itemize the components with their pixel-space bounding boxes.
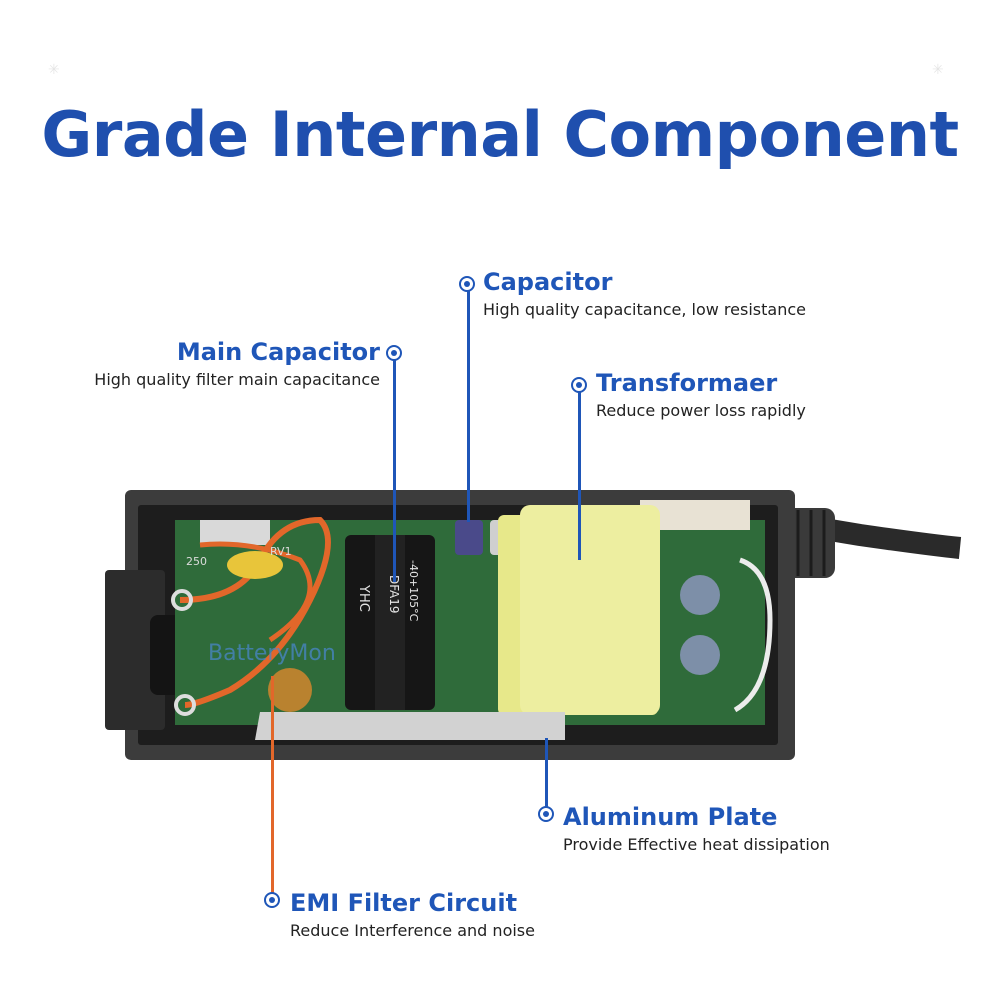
emi-filter-desc: Reduce Interference and noise	[290, 921, 535, 940]
main-capacitor-leader-line	[393, 360, 396, 582]
capacitor-temp-text: -40+105°C	[407, 560, 420, 622]
capacitor-spec-text: DFA19	[387, 575, 401, 614]
watermark-text: BatteryMon	[208, 641, 336, 666]
capacitor-callout: Capacitor High quality capacitance, low …	[483, 268, 806, 319]
main-capacitor-callout: Main Capacitor High quality filter main …	[40, 338, 380, 389]
board-code-text: 250	[186, 555, 207, 568]
main-capacitor-heading: Main Capacitor	[176, 338, 380, 366]
page-title: Grade Internal Component	[41, 98, 959, 171]
rv-label-text: RV1	[270, 545, 292, 558]
dc-cable	[798, 514, 962, 559]
emi-coil	[268, 668, 312, 712]
target-dot-icon	[571, 377, 587, 393]
ring-terminal	[171, 589, 193, 611]
emi-filter-leader-line	[271, 676, 274, 898]
aluminum-plate-desc: Provide Effective heat dissipation	[563, 835, 830, 854]
varistor	[227, 551, 283, 579]
sparkle-icon: ✳	[48, 62, 60, 78]
transformer-desc: Reduce power loss rapidly	[596, 401, 806, 420]
aluminum-plate	[255, 712, 565, 740]
small-capacitor	[455, 520, 483, 555]
transformer-callout: Transformaer Reduce power loss rapidly	[596, 369, 806, 420]
ring-terminal	[174, 694, 196, 716]
aluminum-plate-heading: Aluminum Plate	[563, 803, 778, 831]
capacitor-heading: Capacitor	[483, 268, 613, 296]
target-dot-icon	[459, 276, 475, 292]
aluminum-plate-callout: Aluminum Plate Provide Effective heat di…	[563, 803, 830, 854]
emi-filter-heading: EMI Filter Circuit	[290, 889, 518, 917]
capacitor-brand-text: YHC	[356, 584, 371, 612]
output-capacitor	[680, 575, 720, 615]
target-dot-icon	[264, 892, 280, 908]
emi-filter-callout: EMI Filter Circuit Reduce Interference a…	[290, 889, 535, 940]
target-dot-icon	[386, 345, 402, 361]
sparkle-icon: ✳	[932, 62, 944, 78]
output-capacitor	[680, 635, 720, 675]
transformer-leader-line	[578, 392, 581, 560]
output-wire	[733, 557, 773, 713]
ac-socket-housing	[105, 570, 165, 730]
target-dot-icon	[538, 806, 554, 822]
fuse-label	[200, 520, 270, 545]
transformer-heading: Transformaer	[596, 369, 778, 397]
capacitor-desc: High quality capacitance, low resistance	[483, 300, 806, 319]
main-capacitor-desc: High quality filter main capacitance	[94, 370, 380, 389]
aluminum-plate-leader-line	[545, 738, 548, 816]
capacitor-leader-line	[467, 290, 470, 522]
